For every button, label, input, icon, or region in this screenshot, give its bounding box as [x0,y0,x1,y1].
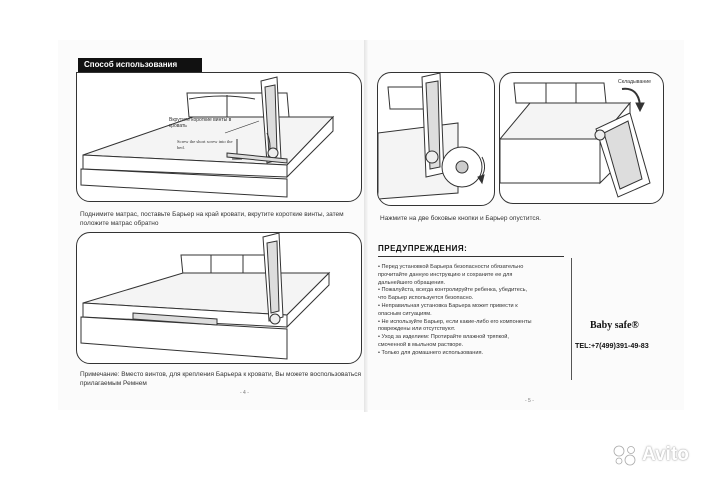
warning-line: • Пожалуйста, всегда контролируйте ребен… [378,287,528,294]
illustration-panel-install: Вкрутите короткие винты в кровать Screw … [76,72,362,202]
caption-side-buttons: Нажмите на две боковые кнопки и Барьер о… [380,215,541,222]
divider-line [571,258,572,380]
warning-line: • Перед установкой Барьера безопасности … [378,264,524,270]
caption-install: Поднимите матрас, поставьте Барьер на кр… [80,211,344,227]
warnings-heading: ПРЕДУПРЕЖДЕНИЯ: [378,244,468,253]
warning-line: что Барьер используется безопасно. [378,295,474,302]
warnings-underline [378,256,564,257]
phone-number: TEL:+7(499)391-49-83 [575,341,649,350]
page-fold [364,40,368,412]
warning-line: опасным ситуациям. [378,310,432,317]
avito-watermark: Avito [612,440,689,470]
avito-wordmark: Avito [642,444,689,465]
section-tab: Способ использования [78,58,202,72]
illustration-panel-buttons [377,72,495,206]
callout-screw-en: Screw the short screw into the bed. [177,139,233,150]
illustration-panel-folding: Складывание [499,72,664,204]
avito-logo-icon [613,445,636,466]
illustration-panel-strap [76,232,362,364]
warning-line: повреждены или отсутствуют. [378,326,456,333]
folding-rail-illustration [500,82,651,198]
caption-strap-note: Примечание: Вместо винтов, для крепления… [80,371,362,387]
folding-label: Складывание [618,79,651,85]
warning-line: • Не используйте Барьер, если какие-либо… [378,318,532,325]
warning-line: дальнейшего обращения. [378,279,446,286]
bed-with-rail-illustration-2 [80,233,331,360]
callout-screw-ru: Вкрутите короткие винты в кровать [169,117,232,129]
side-button-illustration [378,73,486,200]
warning-line: • Уход за изделием: Протирайте влажной т… [378,334,509,341]
bed-with-rail-illustration [80,76,335,198]
warning-line: прочитайте данную инструкцию и сохраните… [378,271,513,278]
warning-line: • Только для домашнего использования. [378,349,484,356]
brand-name: Baby safe® [590,320,639,331]
warning-line: смоченной в мыльном растворе. [378,341,464,348]
page-number-right: - 5 - [525,398,534,404]
warning-line: • Неправильная установка Барьера может п… [378,302,518,309]
page-number-left: - 4 - [240,390,249,396]
warnings-list: • Перед установкой Барьера безопасности … [378,264,590,358]
